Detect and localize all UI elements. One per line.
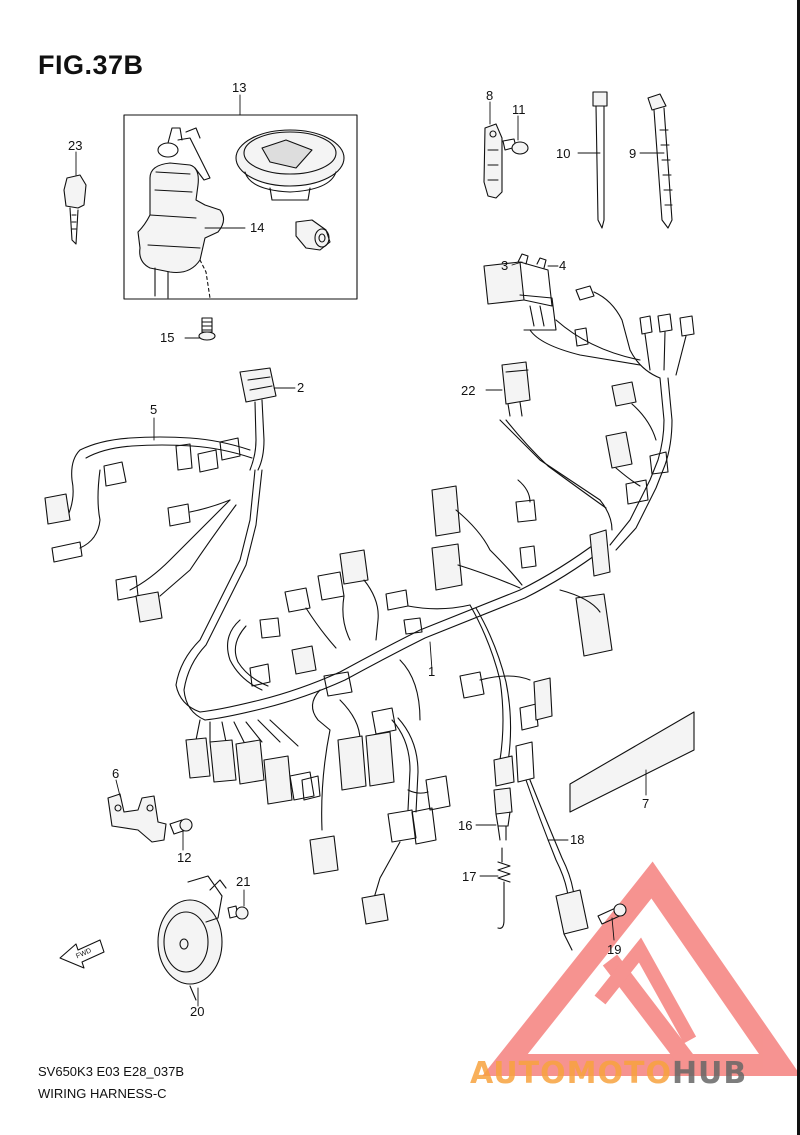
callout-4: 4 [559, 258, 566, 273]
main-harness-1 [175, 419, 613, 925]
callout-labels: 1 2 3 4 5 6 7 8 9 10 11 12 13 14 15 16 1… [68, 80, 649, 1019]
callout-3: 3 [501, 258, 508, 273]
watermark-logo: AUTOMOTOHUB [470, 1056, 747, 1091]
callout-17: 17 [462, 869, 476, 884]
sub-harness-5 [44, 436, 253, 623]
callout-14: 14 [250, 220, 264, 235]
relay-block [483, 253, 661, 379]
screw-11 [502, 138, 529, 155]
callout-20: 20 [190, 1004, 204, 1019]
callout-11: 11 [512, 102, 526, 117]
upper-right-connectors [605, 313, 695, 551]
connector-2 [239, 367, 277, 471]
figure-title: FIG.37B [38, 50, 144, 80]
callout-19: 19 [607, 942, 621, 957]
bolt-19 [597, 903, 627, 925]
callout-13: 13 [232, 80, 246, 95]
plate-7 [569, 711, 695, 813]
bracket-8 [483, 123, 503, 199]
watermark-triangle [482, 861, 800, 1076]
relay-22 [501, 361, 531, 417]
key-blank [63, 174, 87, 245]
callout-15: 15 [160, 330, 174, 345]
switch-16 [493, 787, 513, 841]
horn-20 [157, 875, 227, 1001]
callout-16: 16 [458, 818, 472, 833]
lock-set-box [123, 114, 358, 300]
callout-22: 22 [461, 383, 475, 398]
switch-18 [525, 779, 589, 951]
model-code: SV650K3 E03 E28_037B [38, 1064, 185, 1079]
watermark-text-part1: AUTOMOTO [470, 1056, 672, 1091]
spring-17 [497, 847, 511, 929]
diagram-subtitle: WIRING HARNESS-C [38, 1086, 167, 1101]
leader-lines [75, 94, 665, 1007]
cable-tie-10 [592, 91, 608, 229]
callout-12: 12 [177, 850, 191, 865]
callout-1: 1 [428, 664, 435, 679]
fwd-arrow-icon [59, 939, 105, 969]
bolt-21 [227, 905, 249, 920]
callout-9: 9 [629, 146, 636, 161]
callout-8: 8 [486, 88, 493, 103]
callout-5: 5 [150, 402, 157, 417]
callout-18: 18 [570, 832, 584, 847]
bracket-6 [107, 793, 167, 843]
callout-21: 21 [236, 874, 250, 889]
bolt-15 [198, 317, 216, 341]
cable-tie-9 [647, 93, 673, 229]
callout-23: 23 [68, 138, 82, 153]
callout-6: 6 [112, 766, 119, 781]
bolt-12 [169, 818, 193, 835]
callout-2: 2 [297, 380, 304, 395]
svg-text:AUTOMOTOHUB: AUTOMOTOHUB [470, 1056, 747, 1091]
callout-7: 7 [642, 796, 649, 811]
callout-10: 10 [556, 146, 570, 161]
watermark-text-part2: HUB [672, 1056, 747, 1091]
